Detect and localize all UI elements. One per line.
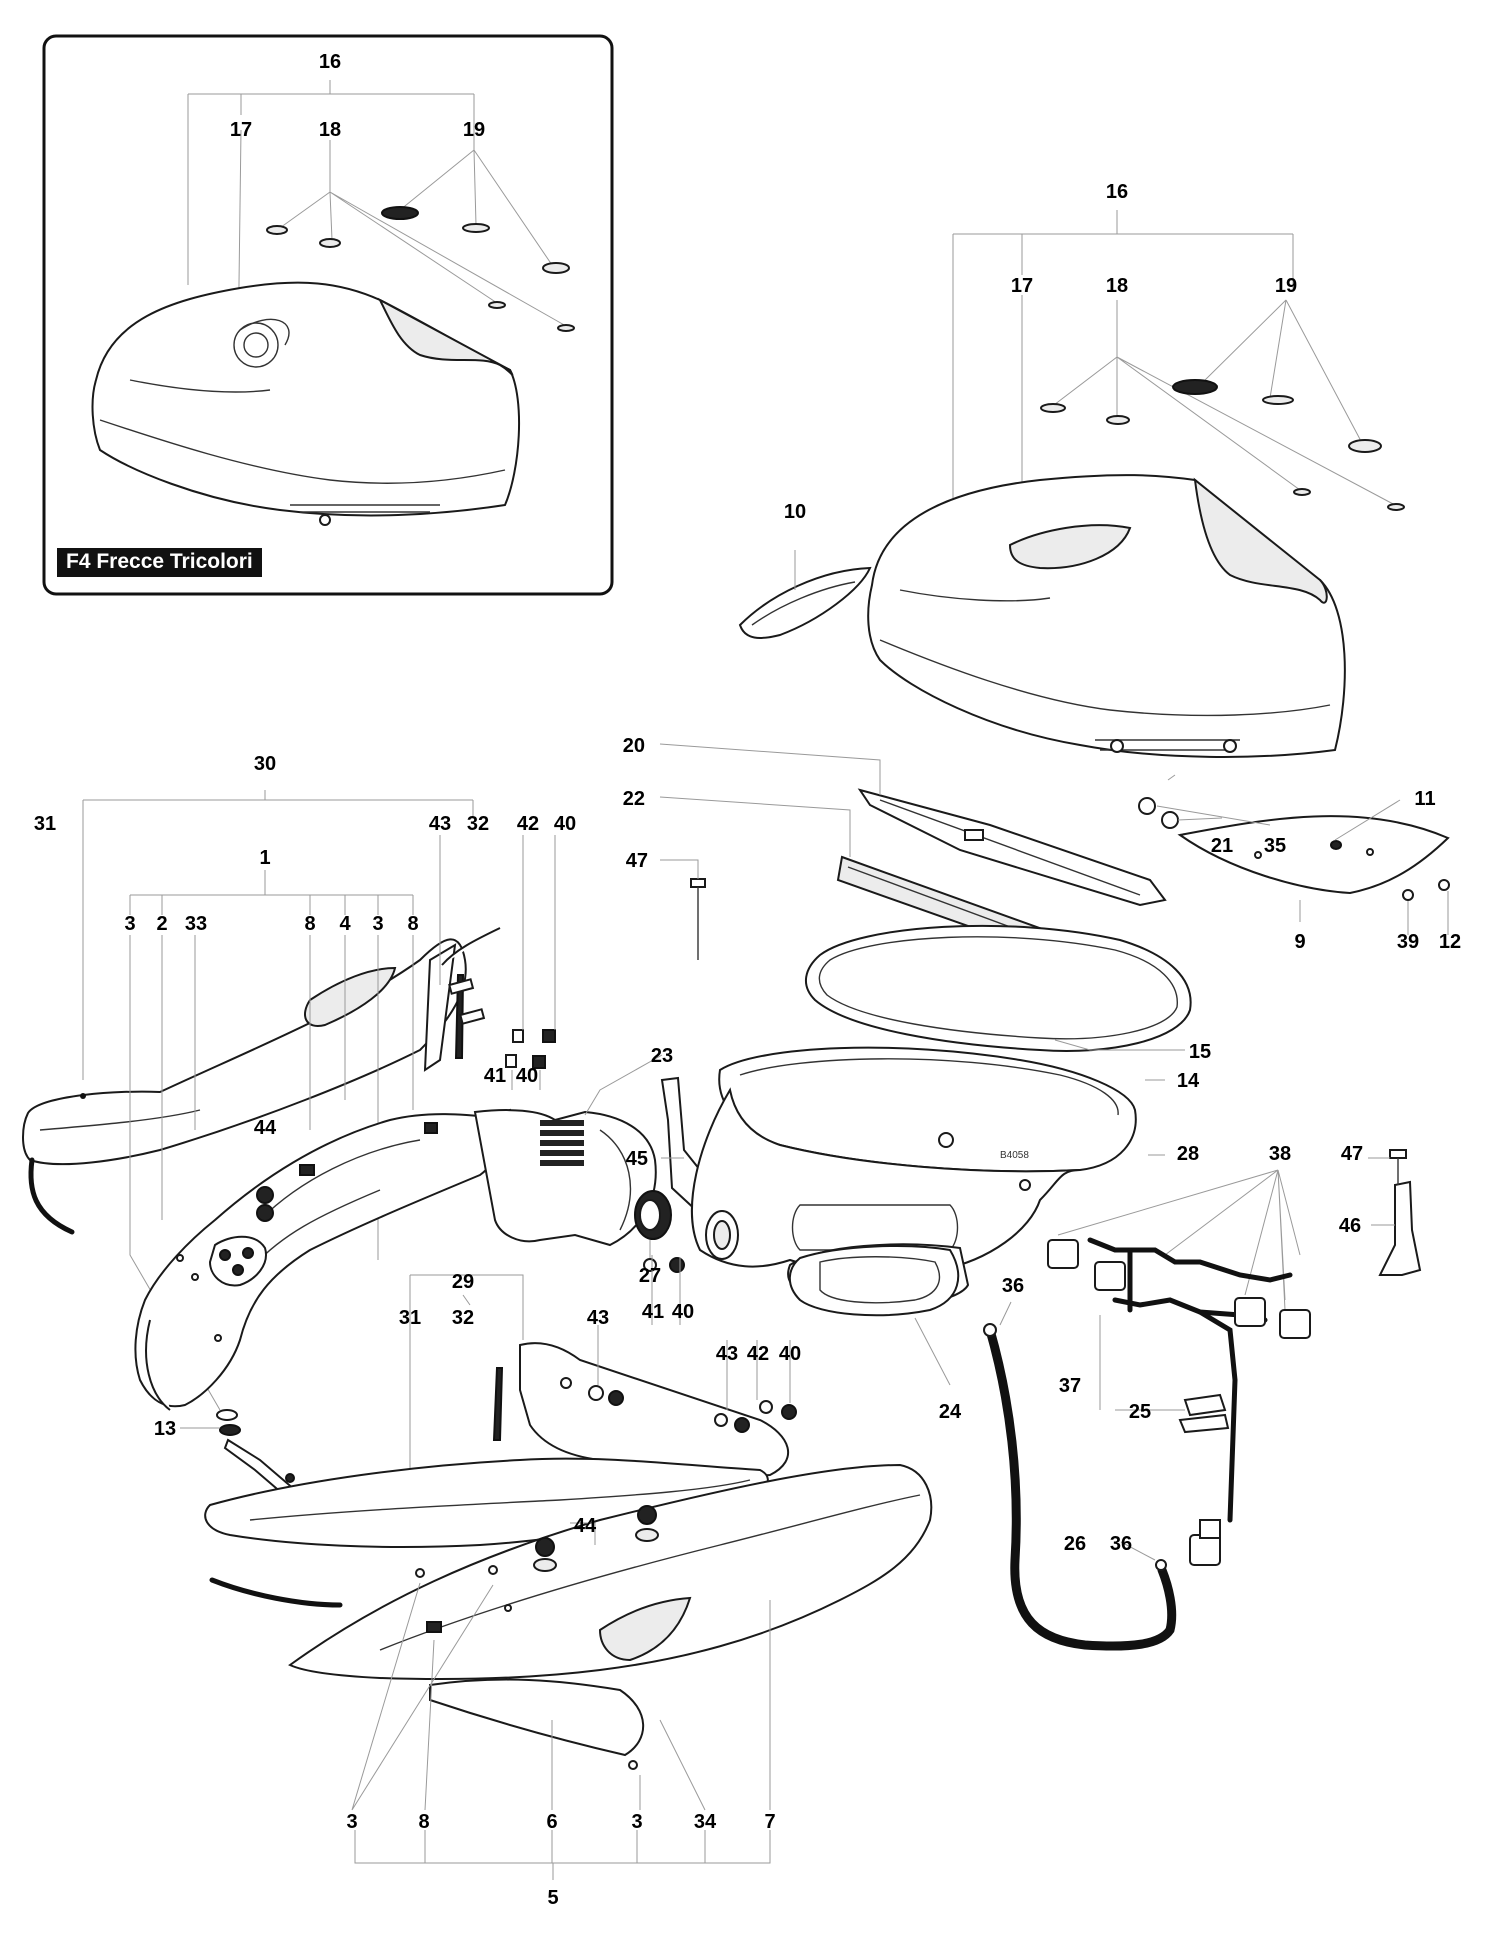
intake-boot-23 — [473, 1054, 663, 1247]
callout-44-top: 44 — [254, 1117, 277, 1139]
intake-mouth-24 — [787, 1243, 970, 1386]
callout-31-top: 31 — [34, 813, 56, 835]
callout-20: 20 — [623, 735, 645, 757]
callout-17: 17 — [1011, 275, 1033, 297]
side-panel-9 — [1167, 774, 1450, 935]
callout-2: 2 — [156, 913, 167, 935]
harness-connectors — [1047, 1239, 1311, 1566]
callout-45: 45 — [626, 1148, 648, 1170]
callout-23: 23 — [651, 1045, 673, 1067]
callout-32-top: 32 — [467, 813, 489, 835]
callout-47-top: 47 — [626, 850, 648, 872]
callout-39: 39 — [1397, 931, 1419, 953]
callout-28: 28 — [1177, 1143, 1199, 1165]
callout-4: 4 — [339, 913, 351, 935]
callout-21: 21 — [1211, 835, 1233, 857]
callout-25: 25 — [1129, 1401, 1151, 1423]
callout-36-top: 36 — [1002, 1275, 1024, 1297]
callout-29: 29 — [452, 1271, 474, 1293]
gasket-15 — [805, 924, 1192, 1052]
inset-tank-cover — [91, 281, 521, 526]
tank-cover-assembly — [738, 210, 1405, 758]
callout-18: 18 — [1106, 275, 1128, 297]
inset-callout-16: 16 — [319, 51, 341, 73]
callout-46: 46 — [1339, 1215, 1361, 1237]
callout-42-top: 42 — [517, 813, 539, 835]
callout-44-low: 44 — [574, 1515, 597, 1537]
callout-36-low: 36 — [1110, 1533, 1132, 1555]
callout-7: 7 — [764, 1811, 775, 1833]
callout-12: 12 — [1439, 931, 1461, 953]
callout-1: 1 — [259, 847, 270, 869]
inset-callout-18: 18 — [319, 119, 341, 141]
inset-callout-19: 19 — [463, 119, 485, 141]
callout-9: 9 — [1294, 931, 1305, 953]
callout-35: 35 — [1264, 835, 1286, 857]
callout-40-top: 40 — [554, 813, 576, 835]
clip-46 — [1368, 1149, 1422, 1276]
callout-3-b: 3 — [372, 913, 383, 935]
callout-8-a: 8 — [304, 913, 315, 935]
callout-labels: 16 17 18 19 10 20 22 11 21 35 47 45 9 39… — [34, 181, 1461, 1909]
inset-callout-17: 17 — [230, 119, 252, 141]
callout-11: 11 — [1414, 788, 1435, 810]
callout-37: 37 — [1059, 1375, 1081, 1397]
vent-grille — [540, 1120, 584, 1166]
callout-3-a: 3 — [124, 913, 135, 935]
callout-41-mid: 41 — [642, 1301, 664, 1323]
inset-badge-set — [266, 206, 575, 332]
callout-40-mid: 40 — [516, 1065, 538, 1087]
right-air-duct-lower — [288, 1463, 933, 1880]
callout-8-c: 8 — [418, 1811, 429, 1833]
callout-34: 34 — [694, 1811, 717, 1833]
callout-3-c: 3 — [346, 1811, 357, 1833]
left-air-duct-upper — [22, 790, 501, 1235]
callout-5: 5 — [547, 1887, 558, 1909]
callout-16: 16 — [1106, 181, 1128, 203]
callout-24: 24 — [939, 1401, 962, 1423]
inset-panel: 16 17 18 19 — [42, 34, 614, 596]
airbox-14: B4058 — [690, 1046, 1165, 1273]
callout-15: 15 — [1189, 1041, 1211, 1063]
callout-40-low: 40 — [779, 1343, 801, 1365]
callout-3-d: 3 — [631, 1811, 642, 1833]
rubber-ring-27 — [634, 1190, 672, 1258]
fasteners-top-left — [439, 835, 556, 1090]
callout-22: 22 — [623, 788, 645, 810]
callout-42-low: 42 — [747, 1343, 769, 1365]
drain-hose-26 — [983, 1301, 1177, 1651]
callout-27: 27 — [639, 1265, 661, 1287]
variant-label: F4 Frecce Tricolori — [57, 548, 262, 577]
washers-21-35 — [1138, 797, 1271, 829]
callout-47-right: 47 — [1341, 1143, 1363, 1165]
callout-38: 38 — [1269, 1143, 1291, 1165]
callout-30: 30 — [254, 753, 276, 775]
callout-40-right: 40 — [672, 1301, 694, 1323]
callout-31-mid: 31 — [399, 1307, 421, 1329]
callout-43-low: 43 — [716, 1343, 738, 1365]
airbox-part-code: B4058 — [1000, 1150, 1029, 1161]
callout-32-mid: 32 — [452, 1307, 474, 1329]
callout-43-top: 43 — [429, 813, 451, 835]
callout-41-top: 41 — [484, 1065, 506, 1087]
callout-8-b: 8 — [407, 913, 418, 935]
callout-6: 6 — [546, 1811, 557, 1833]
tank-cover-17 — [867, 474, 1346, 758]
callout-43-mid: 43 — [587, 1307, 609, 1329]
grommets-13 — [216, 1409, 302, 1509]
callout-13: 13 — [154, 1418, 176, 1440]
bracket-20 — [659, 743, 1167, 907]
callout-10: 10 — [784, 501, 806, 523]
callout-19: 19 — [1275, 275, 1297, 297]
side-trim-10 — [738, 566, 872, 639]
callout-33: 33 — [185, 913, 207, 935]
wiring-harness-38 — [1047, 1169, 1311, 1566]
callout-14: 14 — [1177, 1070, 1200, 1092]
callout-26: 26 — [1064, 1533, 1086, 1555]
